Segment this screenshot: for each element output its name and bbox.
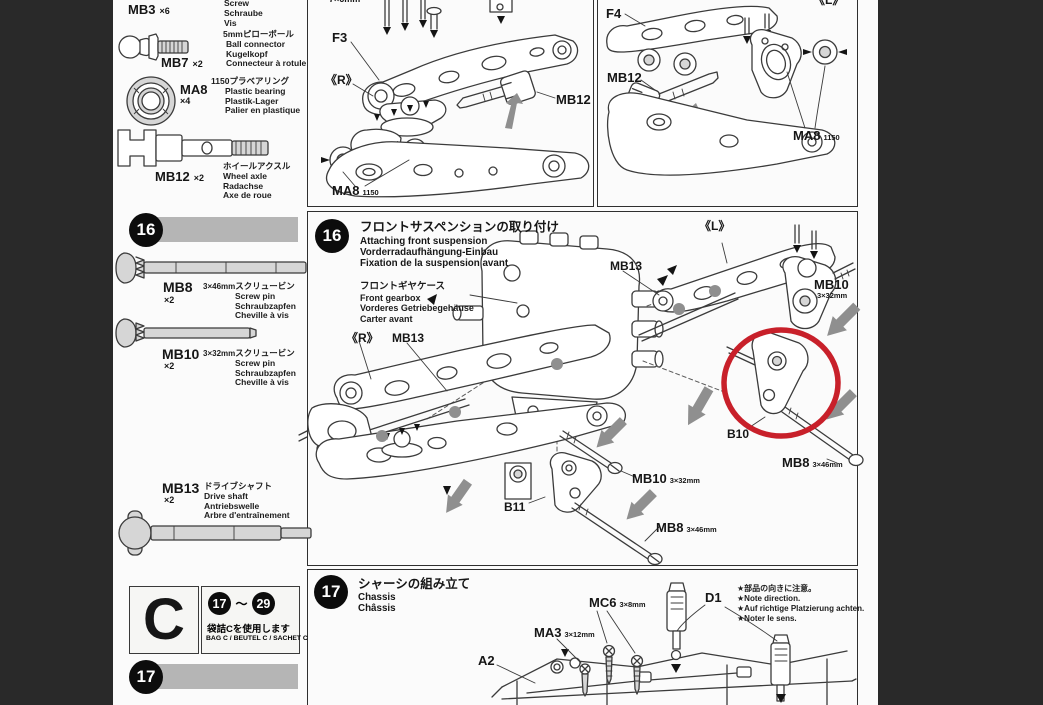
side-marker-l: 《L》 xyxy=(699,219,731,233)
callout-mb12-left: MB12 xyxy=(607,70,642,85)
callout-mb10-upper: MB10 xyxy=(814,277,849,292)
left-upright-exploded-diagram xyxy=(606,5,847,176)
part-desc-mb12: ホイールアクスル Wheel axle Radachse Axe de roue xyxy=(223,161,291,201)
callout-a2: A2 xyxy=(478,653,495,668)
step16-title-ja: フロントサスペンションの取り付け xyxy=(360,220,559,234)
bearing-icon xyxy=(126,76,176,126)
step16-number: 16 xyxy=(315,219,349,253)
screw-pin-mb10-icon xyxy=(115,318,257,348)
step17-title-ja: シャーシの組み立て xyxy=(358,577,471,591)
step17-panel xyxy=(307,569,858,705)
callout-f3: F3 xyxy=(332,30,348,45)
wheel-axle-icon xyxy=(117,129,269,167)
part-desc-mb7: 5mmピローボール Ball connector Kugelkopf Conne… xyxy=(223,29,307,69)
direction-note: ★部品の向きに注意。 ★Note direction. ★Auf richtig… xyxy=(737,584,865,623)
part-label-mb10: MB10 xyxy=(162,346,200,362)
part-label-mb3: MB3×6 xyxy=(128,3,170,16)
part-desc-mb10: 3×32mmスクリュービン Screw pin Schraubzapfen Ch… xyxy=(203,348,296,388)
part-qty-mb13: ×2 xyxy=(164,495,175,505)
side-marker-right: 《R》 xyxy=(325,73,358,87)
right-upright-exploded-diagram xyxy=(321,0,590,198)
bag-step-range: 17 ～ 29 xyxy=(208,592,275,615)
range-start-circle: 17 xyxy=(208,592,231,615)
part-label-mb12: MB12×2 xyxy=(155,169,204,184)
step16-title-fr: Fixation de la suspension avant xyxy=(360,258,509,269)
step15-right-panel xyxy=(307,0,594,207)
part-label-mb8: MB8 xyxy=(163,279,193,295)
front-suspension-attachment-diagram xyxy=(298,224,864,566)
part-desc-mb3: Screw Schraube Vis xyxy=(224,0,263,28)
step17-title-en: Chassis xyxy=(358,592,396,603)
step15-left-panel xyxy=(597,0,858,207)
bag-usage-ja: 袋詰Cを使用します xyxy=(207,624,290,635)
step17-number: 17 xyxy=(314,575,348,609)
step17-banner-number: 17 xyxy=(129,660,163,694)
step16-parts-banner xyxy=(146,217,298,242)
side-marker-left-partial: 《L》 xyxy=(813,0,845,7)
callout-f4: F4 xyxy=(606,6,622,21)
bag-usage-multi: BAG C / BEUTEL C / SACHET C xyxy=(206,635,308,642)
part-qty: ×6 xyxy=(159,6,170,16)
range-end-circle: 29 xyxy=(251,592,275,615)
part-qty-mb10: ×2 xyxy=(164,361,175,371)
step16-banner-number: 16 xyxy=(129,213,163,247)
step17-title-fr: Châssis xyxy=(358,603,396,614)
callout-d1: D1 xyxy=(705,590,722,605)
callout-b11: B11 xyxy=(504,500,526,514)
callout-mb12-right: MB12 xyxy=(556,92,591,107)
bag-letter: C xyxy=(143,587,185,652)
callout-b10: B10 xyxy=(727,427,750,441)
bag-letter-box: C xyxy=(129,586,199,654)
callout-mb13-upper: MB13 xyxy=(610,259,643,273)
ball-connector-icon xyxy=(118,33,189,61)
bag-info-box: 17 ～ 29 袋詰Cを使用します BAG C / BEUTEL C / SAC… xyxy=(201,586,308,654)
chassis-assembly-diagram xyxy=(491,582,857,705)
step16-title-de: Vorderradaufhängung-Einbau xyxy=(360,247,499,258)
callout-mb10-upper-size: 3×32mm xyxy=(817,291,848,300)
part-desc-mb8: 3×46mmスクリュービン Screw pin Schraubzapfen Ch… xyxy=(203,281,296,321)
part-desc-ma8: 1150プラベアリング Plastic bearing Plastik-Lage… xyxy=(211,76,301,116)
part-id: MB3 xyxy=(128,2,156,17)
screw-size-label-partial: 7×6mm xyxy=(329,0,360,4)
side-marker-r: 《R》 xyxy=(346,331,379,345)
step16-title-en: Attaching front suspension xyxy=(360,236,488,247)
gearbox-callout: フロントギヤケース Front gearbox Vorderes Getrieb… xyxy=(360,281,474,324)
part-qty-mb8: ×2 xyxy=(164,295,175,305)
drive-shaft-icon xyxy=(118,510,312,556)
highlight-circle-annotation xyxy=(721,327,841,439)
step17-parts-banner xyxy=(146,664,298,689)
part-label-mb13: MB13 xyxy=(162,480,200,496)
range-tilde: ～ xyxy=(235,597,248,611)
part-desc-mb13: ドライブシャフト Drive shaft Antriebswelle Arbre… xyxy=(204,481,290,521)
step16-panel xyxy=(307,211,858,566)
part-label-ma8: MA8 xyxy=(180,82,208,97)
screw-pin-mb8-icon xyxy=(115,252,307,284)
part-qty-ma8: ×4 xyxy=(180,96,191,106)
part-label-mb7: MB7×2 xyxy=(161,55,203,70)
callout-mb13-lower: MB13 xyxy=(392,331,425,345)
